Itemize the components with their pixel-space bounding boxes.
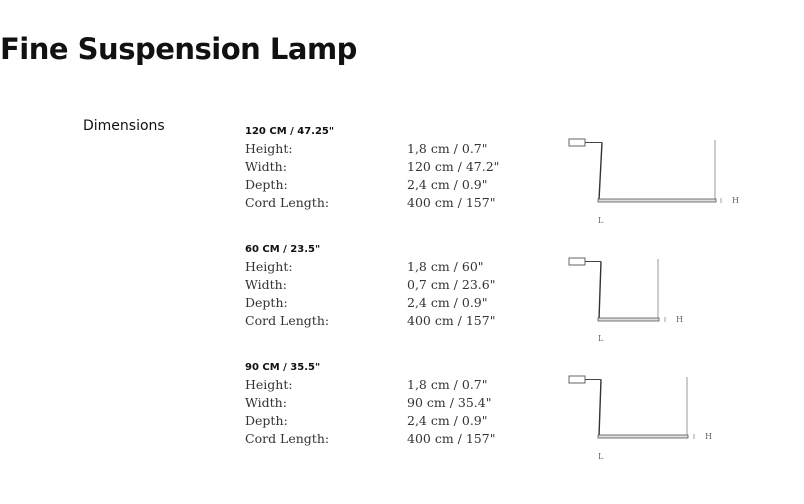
height-label: H [705, 432, 712, 441]
spec-value: 0,7 cm / 23.6" [407, 277, 496, 292]
power-cord [598, 379, 602, 437]
spec-row-height: Height: 1,8 cm / 0.7" [245, 140, 575, 158]
ceiling-canopy [568, 257, 586, 266]
lamp-diagram-90cm: H L [568, 375, 712, 461]
ceiling-canopy [568, 138, 586, 147]
spec-row-height: Height: 1,8 cm / 60" [245, 258, 575, 276]
spec-value: 400 cm / 157" [407, 195, 496, 210]
dimensions-heading: Dimensions [83, 118, 165, 134]
spec-label: Height: [245, 259, 293, 274]
spec-row-cord-length: Cord Length: 400 cm / 157" [245, 194, 575, 212]
spec-label: Height: [245, 141, 293, 156]
spec-value: 1,8 cm / 60" [407, 259, 484, 274]
spec-value: 400 cm / 157" [407, 431, 496, 446]
spec-label: Depth: [245, 177, 288, 192]
lamp-bar [597, 434, 689, 439]
lamp-diagram-60cm: H L [568, 257, 683, 343]
spec-row-width: Width: 0,7 cm / 23.6" [245, 276, 575, 294]
spec-row-width: Width: 120 cm / 47.2" [245, 158, 575, 176]
spec-row-depth: Depth: 2,4 cm / 0.9" [245, 412, 575, 430]
spec-row-depth: Depth: 2,4 cm / 0.9" [245, 176, 575, 194]
spec-label: Cord Length: [245, 195, 330, 210]
spec-label: Cord Length: [245, 431, 330, 446]
spec-row-cord-length: Cord Length: 400 cm / 157" [245, 430, 575, 448]
spec-label: Cord Length: [245, 313, 330, 328]
spec-block-120cm: 120 CM / 47.25" Height: 1,8 cm / 0.7" Wid… [245, 124, 575, 212]
spec-value: 1,8 cm / 0.7" [407, 377, 488, 392]
spec-label: Width: [245, 277, 287, 292]
spec-value: 90 cm / 35.4" [407, 395, 492, 410]
spec-value: 2,4 cm / 0.9" [407, 177, 488, 192]
variant-heading: 120 CM / 47.25" [245, 126, 335, 137]
power-cord [598, 142, 603, 201]
page-title: Fine Suspension Lamp [0, 32, 357, 66]
spec-row-depth: Depth: 2,4 cm / 0.9" [245, 294, 575, 312]
spec-value: 2,4 cm / 0.9" [407, 295, 488, 310]
spec-label: Depth: [245, 413, 288, 428]
lamp-bar [597, 317, 660, 322]
spec-block-90cm: 90 CM / 35.5" Height: 1,8 cm / 0.7" Width… [245, 360, 575, 448]
spec-row-width: Width: 90 cm / 35.4" [245, 394, 575, 412]
spec-value: 120 cm / 47.2" [407, 159, 500, 174]
length-label: L [598, 334, 604, 343]
length-label: L [598, 216, 604, 225]
height-label: H [676, 315, 683, 324]
lamp-bar [597, 198, 717, 203]
spec-row-height: Height: 1,8 cm / 0.7" [245, 376, 575, 394]
spec-value: 2,4 cm / 0.9" [407, 413, 488, 428]
spec-value: 400 cm / 157" [407, 313, 496, 328]
power-cord [598, 261, 602, 320]
variant-heading: 60 CM / 23.5" [245, 244, 321, 255]
length-label: L [598, 452, 604, 461]
ceiling-canopy [568, 375, 586, 384]
spec-label: Width: [245, 395, 287, 410]
spec-label: Height: [245, 377, 293, 392]
lamp-diagram-120cm: H L [568, 138, 739, 225]
height-label: H [732, 196, 739, 205]
spec-label: Depth: [245, 295, 288, 310]
variant-heading: 90 CM / 35.5" [245, 362, 321, 373]
spec-row-cord-length: Cord Length: 400 cm / 157" [245, 312, 575, 330]
spec-label: Width: [245, 159, 287, 174]
spec-block-60cm: 60 CM / 23.5" Height: 1,8 cm / 60" Width:… [245, 242, 575, 330]
spec-value: 1,8 cm / 0.7" [407, 141, 488, 156]
